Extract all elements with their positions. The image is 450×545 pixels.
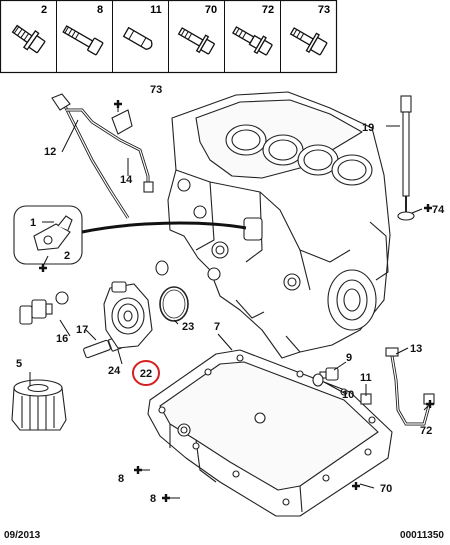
sensor-bracket-inset: [13, 205, 83, 265]
callout-22[interactable]: 22: [140, 368, 152, 380]
fastener-marker: [134, 466, 142, 474]
fastener-marker: [114, 100, 122, 108]
o-ring-seal-inner: [162, 289, 186, 319]
callout-73[interactable]: 73: [150, 84, 162, 96]
callout-19[interactable]: 19: [362, 122, 374, 134]
oil-filter: [11, 379, 67, 431]
parts-bar-cell-72[interactable]: 72: [230, 4, 274, 58]
callout-13[interactable]: 13: [410, 343, 422, 355]
drain-plug-washer: [312, 373, 324, 387]
breather-tube: [385, 347, 435, 426]
parts-bar-cell-73[interactable]: 73: [287, 4, 330, 58]
callout-1[interactable]: 1: [30, 217, 36, 229]
parts-bar-label: 72: [262, 4, 274, 16]
leader-sensor-to-block: [81, 221, 247, 234]
banjo-bolt-icon: [232, 26, 273, 56]
parts-bar-label: 2: [41, 4, 47, 16]
parts-bar-cell-2[interactable]: 2: [9, 4, 47, 55]
callout-5[interactable]: 5: [16, 358, 22, 370]
fastener-markers: [39, 100, 434, 502]
callout-9[interactable]: 9: [346, 352, 352, 364]
callout-14[interactable]: 14: [120, 174, 133, 186]
parts-bar-label: 11: [150, 4, 162, 16]
callout-12[interactable]: 12: [44, 146, 56, 158]
oil-sump: [147, 349, 393, 517]
o-ring-seal: [159, 286, 189, 322]
engine-block: [167, 91, 391, 359]
callout-23[interactable]: 23: [182, 321, 194, 333]
fastener-marker: [352, 482, 360, 490]
hex-flange-bolt-icon: [11, 24, 46, 54]
callout-7[interactable]: 7: [214, 321, 220, 333]
fastener-marker: [426, 400, 434, 408]
parts-bar-cell-70[interactable]: 70: [176, 4, 217, 57]
plug-pin-icon: [122, 26, 153, 51]
callout-74[interactable]: 74: [432, 204, 445, 216]
callout-2[interactable]: 2: [64, 250, 70, 262]
callout-8[interactable]: 8: [150, 493, 156, 505]
fastener-marker: [162, 494, 170, 502]
callout-70[interactable]: 70: [380, 483, 392, 495]
footer-date: 09/2013: [4, 530, 41, 541]
footer-reference-number: 00011350: [400, 530, 444, 541]
parts-bar-label: 70: [205, 4, 217, 16]
callout-10[interactable]: 10: [342, 389, 354, 401]
callout-72[interactable]: 72: [420, 425, 432, 437]
oil-filter-housing: [103, 281, 153, 349]
fastener-marker: [424, 204, 432, 212]
parts-bar-cell-8[interactable]: 8: [61, 4, 104, 56]
short-bolt-icon: [177, 27, 215, 55]
callout-16[interactable]: 16: [56, 333, 68, 345]
dipstick-tube-assembly: [51, 93, 154, 219]
callout-labels: 73 12 14 19 74 1 2 16 17 23 24 22 5 7 9 …: [16, 84, 445, 505]
long-bolt-icon: [62, 25, 104, 56]
parts-bar-cell-11[interactable]: 11: [122, 4, 162, 51]
oil-pressure-switch: [19, 291, 69, 325]
callout-11[interactable]: 11: [360, 372, 372, 384]
callout-24[interactable]: 24: [108, 365, 121, 377]
parts-bar: 2 8 11: [0, 0, 338, 74]
dipstick: [397, 95, 415, 221]
highlight-ring: [132, 360, 160, 386]
callout-17[interactable]: 17: [76, 324, 88, 336]
callout-8[interactable]: 8: [118, 473, 124, 485]
parts-bar-label: 8: [97, 4, 103, 16]
flange-bolt-icon: [289, 27, 328, 56]
parts-bar-label: 73: [318, 4, 330, 16]
leader-lines: [29, 104, 431, 499]
fastener-marker: [39, 264, 47, 272]
seal-ring: [155, 260, 169, 276]
